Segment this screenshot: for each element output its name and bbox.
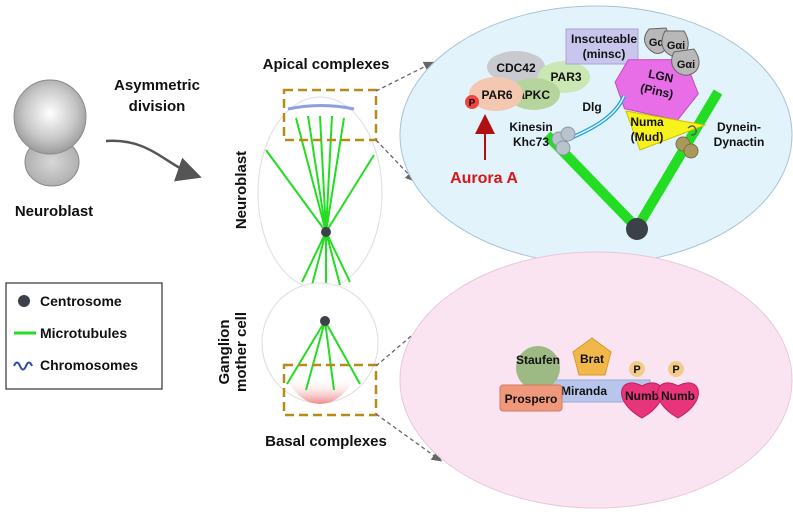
kinesin-motor-b	[560, 126, 576, 142]
phospho-p-badge	[465, 95, 479, 109]
numb-1-label: Numb	[625, 389, 659, 403]
staufen-shape	[516, 346, 560, 390]
gai-3-shape	[671, 48, 700, 76]
apkc-label: aPKC	[518, 88, 550, 102]
phospho-p-label: P	[469, 98, 476, 109]
division-arrow	[105, 139, 202, 182]
kinesin-motor-c	[555, 140, 571, 156]
numb-2-p-badge	[668, 361, 684, 377]
apkc-shape	[508, 78, 560, 110]
dynein-link-icon	[687, 125, 697, 136]
basal-dashed-box	[282, 363, 378, 417]
numa-shape	[625, 110, 707, 151]
neuroblast-cell	[257, 96, 383, 290]
legend-chromosomes-label: Chromosomes	[40, 357, 138, 373]
inscuteable-label-line2: (minsc)	[583, 47, 626, 61]
neuroblast-vertical-label: Neuroblast	[233, 151, 250, 229]
neuroblast-illustration	[13, 79, 87, 187]
par6-label: PAR6	[481, 88, 512, 102]
inscuteable-box	[565, 28, 639, 65]
dlg-label: Dlg	[582, 100, 601, 114]
lgn-label-line2: (Pins)	[639, 81, 675, 102]
numb-1-p-label: P	[633, 364, 640, 376]
apical-chromosome-arc	[287, 104, 355, 111]
prospero-shape	[499, 384, 563, 412]
spindle-centrosome	[626, 218, 648, 240]
lgn-label-line1: LGN	[647, 67, 675, 86]
par6-shape	[469, 77, 523, 111]
legend-centrosome-label: Centrosome	[40, 293, 122, 309]
lower-spindle	[286, 320, 361, 391]
chromosome-legend-icon	[13, 361, 33, 371]
brat-shape	[572, 337, 612, 376]
apical-connector-top	[375, 61, 435, 92]
kinesin-label-line1: Kinesin	[509, 120, 552, 134]
numa-label-line1: Numa	[630, 115, 664, 129]
process-label-line1: Asymmetric	[114, 77, 200, 94]
apical-dashed-box	[282, 88, 378, 142]
cdc42-label: CDC42	[496, 61, 536, 75]
numb-2-label: Numb	[661, 389, 695, 403]
numb-2-shape	[657, 382, 699, 419]
legend-box	[5, 282, 163, 390]
miranda-label: Miranda	[561, 384, 607, 398]
legend-microtubules-label: Microtubules	[40, 325, 127, 341]
numb-1-p-badge	[629, 361, 645, 377]
dynein-motor-b	[683, 143, 699, 159]
staufen-label: Staufen	[516, 353, 560, 367]
dynein-label-line1: Dynein-	[717, 120, 761, 134]
upper-centrosome	[321, 227, 331, 237]
numb-2-p-label: P	[672, 364, 679, 376]
basal-connector-bottom	[375, 413, 443, 462]
upper-spindle	[265, 115, 375, 286]
dynein-label-line2: Dynactin	[714, 135, 765, 149]
gai-3-label: Gαi	[677, 59, 695, 71]
legend: Centrosome Microtubules Chromosomes	[5, 282, 163, 390]
gmc-vertical-label-line2: mother cell	[233, 312, 250, 392]
par3-label: PAR3	[550, 70, 581, 84]
prospero-label: Prospero	[505, 392, 558, 406]
kinesin-label-line2: Khc73	[513, 135, 549, 149]
inscuteable-label-line1: Inscuteable	[571, 32, 637, 46]
aurora-a-label: Aurora A	[450, 170, 518, 187]
ganglion-mother-cell	[261, 282, 379, 404]
process-label-line2: division	[129, 98, 186, 115]
brat-label: Brat	[580, 352, 604, 366]
lower-centrosome	[320, 316, 330, 326]
numa-label-line2: (Mud)	[631, 130, 664, 144]
basal-crescent	[286, 378, 355, 404]
gmc-vertical-label-line1: Ganglion	[216, 320, 233, 385]
basal-complexes-title: Basal complexes	[265, 433, 387, 450]
centrosome-legend-icon	[18, 295, 30, 307]
cdc42-shape	[487, 51, 545, 83]
apical-connector-bottom	[375, 139, 416, 182]
neuroblast-label: Neuroblast	[15, 203, 93, 220]
gai-2-label: Gαi	[667, 40, 685, 52]
apical-complexes-title: Apical complexes	[263, 56, 390, 73]
